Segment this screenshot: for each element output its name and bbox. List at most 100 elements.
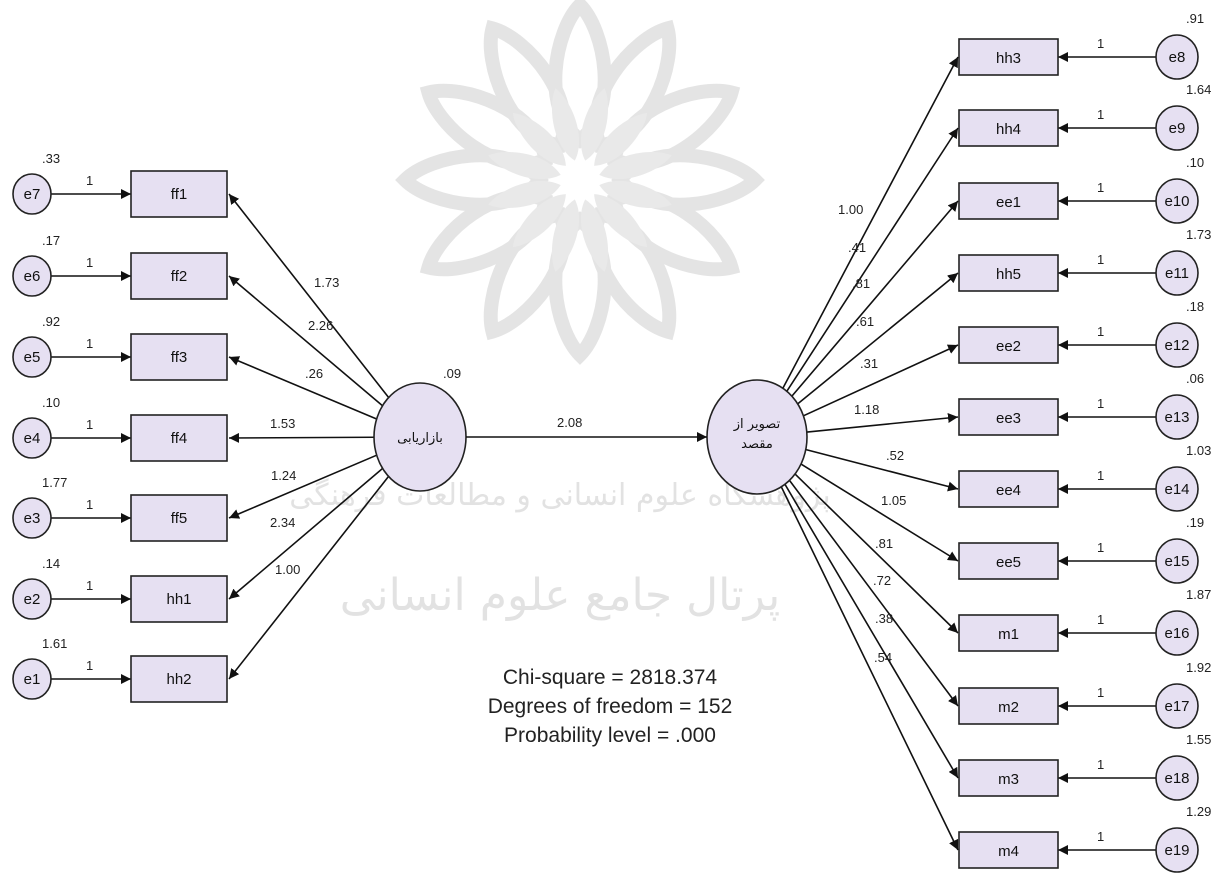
- error-variance-e7: .33: [42, 151, 60, 166]
- loading-path-hh4: [774, 127, 959, 411]
- error-ellipse-e1: [12, 658, 52, 700]
- nodes-layer: ff1e7.33ff2e6.17ff3e5.92ff4e4.10ff5e31.7…: [12, 11, 1211, 873]
- error-fixed-weight-e7: 1: [86, 173, 93, 188]
- error-ellipse-e10: [1155, 178, 1199, 224]
- loading-path-hh3: [771, 56, 959, 409]
- error-ellipse-e2: [12, 578, 52, 620]
- error-e15: e15.19: [1155, 515, 1204, 584]
- indicator-box-hh5: [958, 254, 1059, 292]
- structural-path-coefficient: 2.08: [557, 415, 582, 430]
- indicator-label-hh3: hh3: [996, 50, 1021, 67]
- error-variance-e19: 1.29: [1186, 804, 1211, 819]
- indicator-box-ee5: [958, 542, 1059, 580]
- error-ellipse-e3: [12, 497, 52, 539]
- error-label-e10: e10: [1164, 193, 1189, 210]
- probability-level-stat: Probability level = .000: [504, 724, 716, 747]
- loading-path-m1: [779, 458, 959, 634]
- error-label-e16: e16: [1164, 625, 1189, 642]
- error-label-e13: e13: [1164, 409, 1189, 426]
- indicator-box-m4: [958, 831, 1059, 869]
- error-fixed-weight-e6: 1: [86, 255, 93, 270]
- error-e5: e5.92: [12, 314, 60, 378]
- loading-value-ee3: 1.18: [854, 402, 879, 417]
- indicator-box-ee2: [958, 326, 1059, 364]
- indicator-box-ff1: [130, 170, 228, 218]
- error-fixed-weight-e2: 1: [86, 578, 93, 593]
- loading-value-ee1: .81: [852, 276, 870, 291]
- loading-value-hh5: .61: [856, 314, 874, 329]
- indicator-ff1: ff1: [130, 170, 228, 218]
- indicator-box-ee1: [958, 182, 1059, 220]
- indicator-ff3: ff3: [130, 333, 228, 381]
- indicator-box-hh4: [958, 109, 1059, 147]
- indicator-box-hh1: [130, 575, 228, 623]
- error-e4: e4.10: [12, 395, 60, 459]
- loading-value-ff3: .26: [305, 366, 323, 381]
- error-fixed-weight-e14: 1: [1097, 468, 1104, 483]
- error-ellipse-e8: [1155, 34, 1199, 80]
- error-variance-e11: 1.73: [1186, 227, 1211, 242]
- error-e13: e13 .06: [1155, 371, 1204, 440]
- error-label-e8: e8: [1169, 49, 1186, 66]
- error-fixed-weight-e19: 1: [1097, 829, 1104, 844]
- indicator-ee5: ee5: [958, 542, 1059, 580]
- error-variance-e15: .19: [1186, 515, 1204, 530]
- error-label-e19: e19: [1164, 842, 1189, 859]
- error-variance-e10: .10: [1186, 155, 1204, 170]
- error-fixed-weight-e17: 1: [1097, 685, 1104, 700]
- loading-value-ff5: 1.24: [271, 468, 296, 483]
- error-ellipse-e6: [12, 255, 52, 297]
- indicator-box-hh2: [130, 655, 228, 703]
- indicator-ee4: ee4: [958, 470, 1059, 508]
- error-e6: e6.17: [12, 233, 60, 297]
- loading-value-hh3: 1.00: [838, 202, 863, 217]
- error-variance-e13: .06: [1186, 371, 1204, 386]
- loading-value-ff4: 1.53: [270, 416, 295, 431]
- error-variance-e12: .18: [1186, 299, 1204, 314]
- degrees-of-freedom-stat: Degrees of freedom = 152: [488, 695, 733, 718]
- error-fixed-weight-e10: 1: [1097, 180, 1104, 195]
- indicator-hh1: hh1: [130, 575, 228, 623]
- error-e8: e8.91: [1155, 11, 1204, 80]
- loading-value-hh1: 2.34: [270, 515, 295, 530]
- error-label-e2: e2: [24, 591, 41, 608]
- indicator-label-ff2: ff2: [171, 268, 187, 285]
- loading-value-m2: .72: [873, 573, 891, 588]
- error-variance-e3: 1.77: [42, 475, 67, 490]
- error-fixed-weight-e3: 1: [86, 497, 93, 512]
- structural-path: 2.08: [466, 415, 707, 442]
- indicator-label-hh5: hh5: [996, 266, 1021, 283]
- error-variance-e1: 1.61: [42, 636, 67, 651]
- indicator-hh3: hh3: [958, 38, 1059, 76]
- error-fixed-weight-e16: 1: [1097, 612, 1104, 627]
- loading-value-m1: .81: [875, 536, 893, 551]
- loading-path-ff4: [228, 432, 375, 443]
- loading-value-ff1: 1.73: [314, 275, 339, 290]
- indicator-ff5: ff5: [130, 494, 228, 542]
- indicator-box-ff4: [130, 414, 228, 462]
- indicator-m2: m2: [958, 687, 1059, 725]
- error-variance-e9: 1.64: [1186, 82, 1211, 97]
- error-e10: e10 .10: [1155, 155, 1204, 224]
- indicator-box-ff2: [130, 252, 228, 300]
- indicator-ee3: ee3: [958, 398, 1059, 436]
- loading-value-ee2: .31: [860, 356, 878, 371]
- error-label-e6: e6: [24, 268, 41, 285]
- indicator-label-m4: m4: [998, 843, 1019, 860]
- indicator-label-ee4: ee4: [996, 482, 1021, 499]
- error-label-e5: e5: [24, 349, 41, 366]
- loading-path-hh2: [228, 475, 390, 680]
- error-label-e1: e1: [24, 671, 41, 688]
- indicator-ff2: ff2: [130, 252, 228, 300]
- error-label-e11: e11: [1165, 265, 1189, 282]
- loading-value-m3: .38: [875, 611, 893, 626]
- indicator-box-m2: [958, 687, 1059, 725]
- indicator-label-m1: m1: [998, 626, 1019, 643]
- error-ellipse-e9: [1155, 105, 1199, 151]
- loading-path-m4: [770, 466, 959, 851]
- model-fit-stats: Chi-square = 2818.374 Degrees of freedom…: [488, 666, 733, 747]
- error-variance-e17: 1.92: [1186, 660, 1211, 675]
- loading-value-hh2: 1.00: [275, 562, 300, 577]
